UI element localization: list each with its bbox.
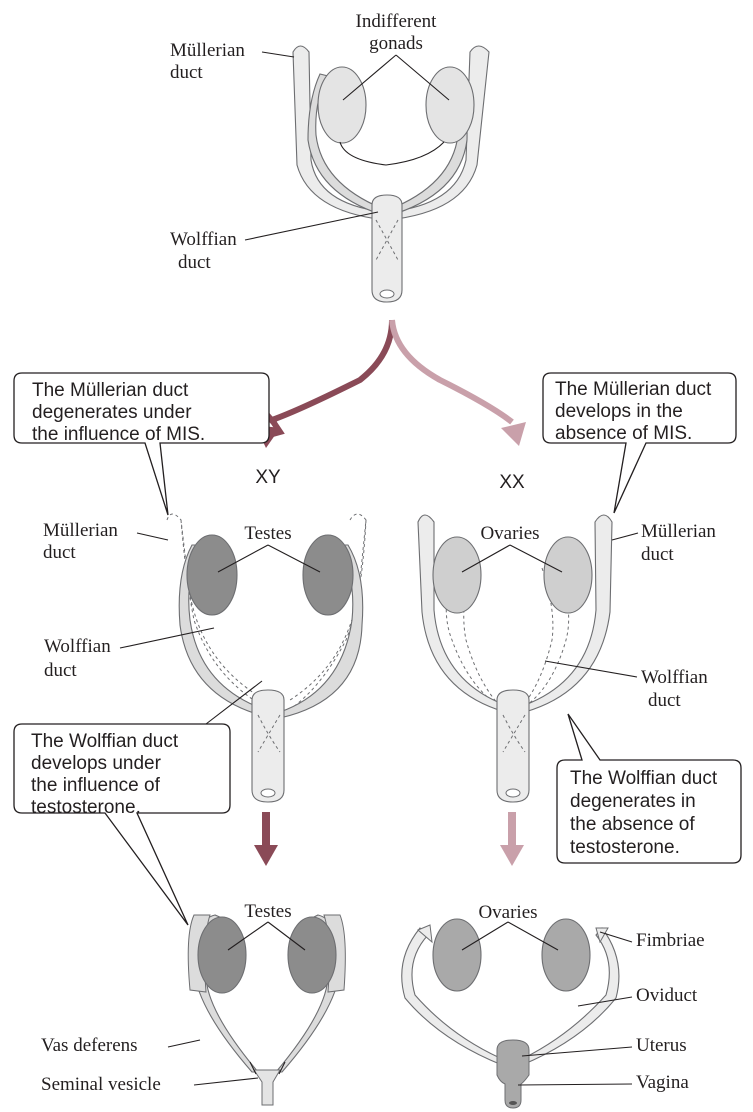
indifferent-gonad-right [426,67,474,143]
svg-text:Vagina: Vagina [636,1072,689,1093]
testis-right-middle [303,535,353,615]
svg-text:Wolffian: Wolffian [44,636,111,657]
testis-left-middle [187,535,237,615]
svg-text:The Wolffian duct: The Wolffian duct [31,731,179,752]
ovary-right-final [542,919,590,991]
svg-text:develops in the: develops in the [555,401,683,422]
svg-text:duct: duct [170,62,203,83]
svg-text:degenerates in: degenerates in [570,791,696,812]
down-arrows [254,812,524,866]
svg-text:The Müllerian duct: The Müllerian duct [32,380,189,401]
xx-arrow [392,320,512,422]
svg-text:Oviduct: Oviduct [636,985,698,1006]
svg-text:testosterone.: testosterone. [31,797,141,818]
female-final-stage [402,919,619,1108]
svg-text:The Müllerian duct: The Müllerian duct [555,379,712,400]
svg-text:Ovaries: Ovaries [480,523,539,544]
svg-text:Uterus: Uterus [636,1035,687,1056]
male-final-stage [188,915,345,1105]
label-male-mullerian: Müllerian duct [43,520,168,563]
svg-text:the influence of: the influence of [31,775,161,796]
indifferent-gonad-left [318,67,366,143]
svg-text:Müllerian: Müllerian [43,520,118,541]
svg-text:the absence of: the absence of [570,814,695,835]
male-callout-mis: The Müllerian duct degenerates under the… [14,373,269,515]
urogenital-sinus-top [372,195,402,302]
uterus [497,1040,529,1108]
female-callout-mis: The Müllerian duct develops in the absen… [543,373,736,513]
ovary-right-middle [544,537,592,613]
svg-text:Ovaries: Ovaries [478,902,537,923]
svg-text:Wolffian: Wolffian [170,229,237,250]
label-vagina: Vagina [518,1072,689,1093]
female-callout-testosterone: The Wolffian duct degenerates in the abs… [557,714,741,863]
label-seminal-vesicle: Seminal vesicle [41,1074,258,1095]
svg-text:Wolffian: Wolffian [641,667,708,688]
label-female-mullerian: Müllerian duct [612,521,716,565]
svg-text:Müllerian: Müllerian [641,521,716,542]
label-fimbriae: Fimbriae [600,930,705,951]
svg-text:duct: duct [178,252,211,273]
svg-text:testosterone.: testosterone. [570,837,680,858]
svg-text:Fimbriae: Fimbriae [636,930,705,951]
svg-text:Müllerian: Müllerian [170,40,245,61]
svg-text:The Wolffian duct: The Wolffian duct [570,768,718,789]
svg-text:Indifferent: Indifferent [356,11,438,32]
xy-arrow [258,320,392,438]
svg-text:duct: duct [44,660,77,681]
label-top-gonads: Indifferent gonads [343,11,449,100]
svg-text:Seminal vesicle: Seminal vesicle [41,1074,161,1095]
svg-text:duct: duct [641,544,674,565]
branch-arrows: XY XX [255,320,526,493]
svg-text:Testes: Testes [244,901,291,922]
testis-left-final [198,917,246,993]
xx-label: XX [499,472,525,493]
svg-text:develops under: develops under [31,753,162,774]
label-vas-deferens: Vas deferens [41,1035,200,1056]
testis-right-final [288,917,336,993]
svg-text:Testes: Testes [244,523,291,544]
indifferent-stage [293,46,489,302]
svg-text:the influence of MIS.: the influence of MIS. [32,424,205,445]
svg-text:degenerates under: degenerates under [32,402,192,423]
label-top-mullerian: Müllerian duct [170,40,294,83]
svg-text:duct: duct [43,542,76,563]
ovary-left-final [433,919,481,991]
male-callout-testosterone: The Wolffian duct develops under the inf… [14,681,262,925]
label-oviduct: Oviduct [578,985,698,1006]
svg-text:Vas deferens: Vas deferens [41,1035,138,1056]
svg-text:duct: duct [648,690,681,711]
svg-text:absence of MIS.: absence of MIS. [555,423,692,444]
svg-text:gonads: gonads [369,33,423,54]
ovary-left-middle [433,537,481,613]
label-top-wolffian: Wolffian duct [170,212,378,273]
xy-label: XY [255,467,281,488]
